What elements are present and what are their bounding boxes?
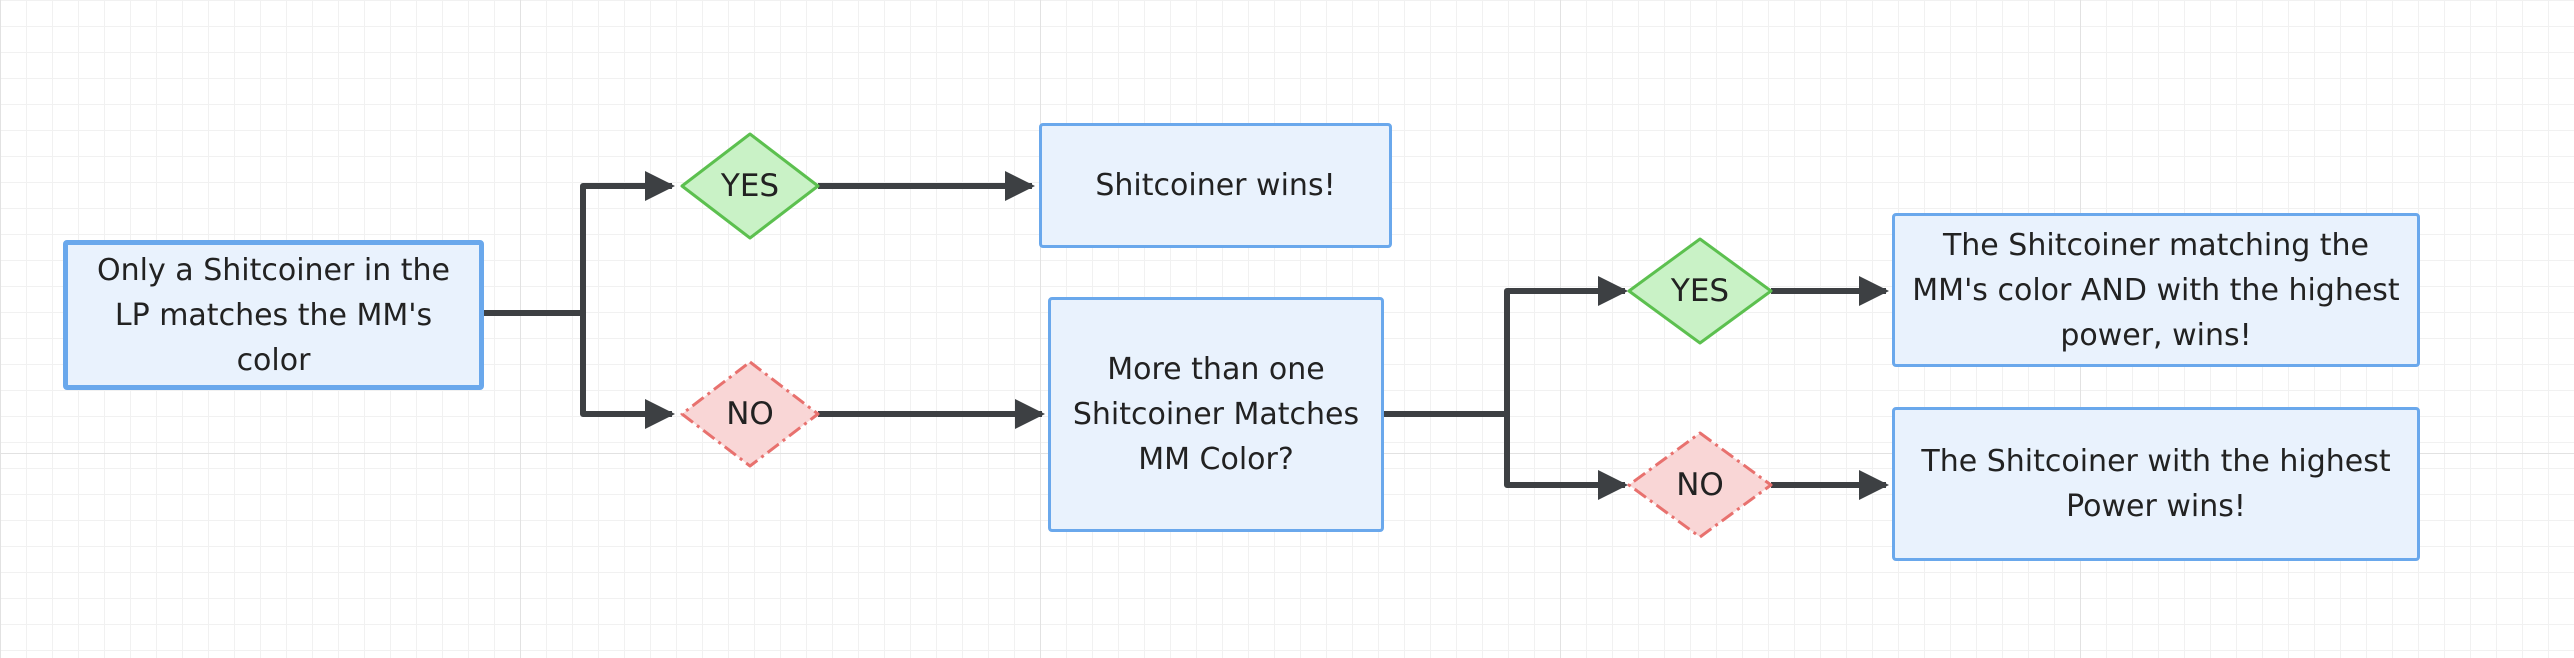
connector-start-to-no xyxy=(483,310,675,429)
color-and-power-wins-box: The Shitcoiner matching the MM's color A… xyxy=(1892,213,2420,367)
decision-no-diamond xyxy=(680,360,820,468)
highest-power-wins-box: The Shitcoiner with the highest Power wi… xyxy=(1892,407,2420,561)
connector-question-to-no xyxy=(1384,411,1628,500)
start-condition-box: Only a Shitcoiner in the LP matches the … xyxy=(63,240,484,390)
multiple-match-question-text: More than one Shitcoiner Matches MM Colo… xyxy=(1072,352,1360,477)
color-and-power-wins-text: The Shitcoiner matching the MM's color A… xyxy=(1912,227,2400,353)
connector-question-to-yes xyxy=(1384,276,1628,417)
decision-yes-diamond xyxy=(680,132,820,240)
decision-no-diamond-2 xyxy=(1627,431,1773,539)
shitcoiner-wins-box: Shitcoiner wins! xyxy=(1039,123,1392,248)
connector-start-to-yes xyxy=(483,171,675,316)
multiple-match-question-box: More than one Shitcoiner Matches MM Colo… xyxy=(1048,297,1384,532)
start-condition-text: Only a Shitcoiner in the LP matches the … xyxy=(97,252,450,378)
highest-power-wins-text: The Shitcoiner with the highest Power wi… xyxy=(1921,444,2391,524)
shitcoiner-wins-text: Shitcoiner wins! xyxy=(1095,168,1336,203)
decision-yes-diamond-2 xyxy=(1627,237,1773,345)
